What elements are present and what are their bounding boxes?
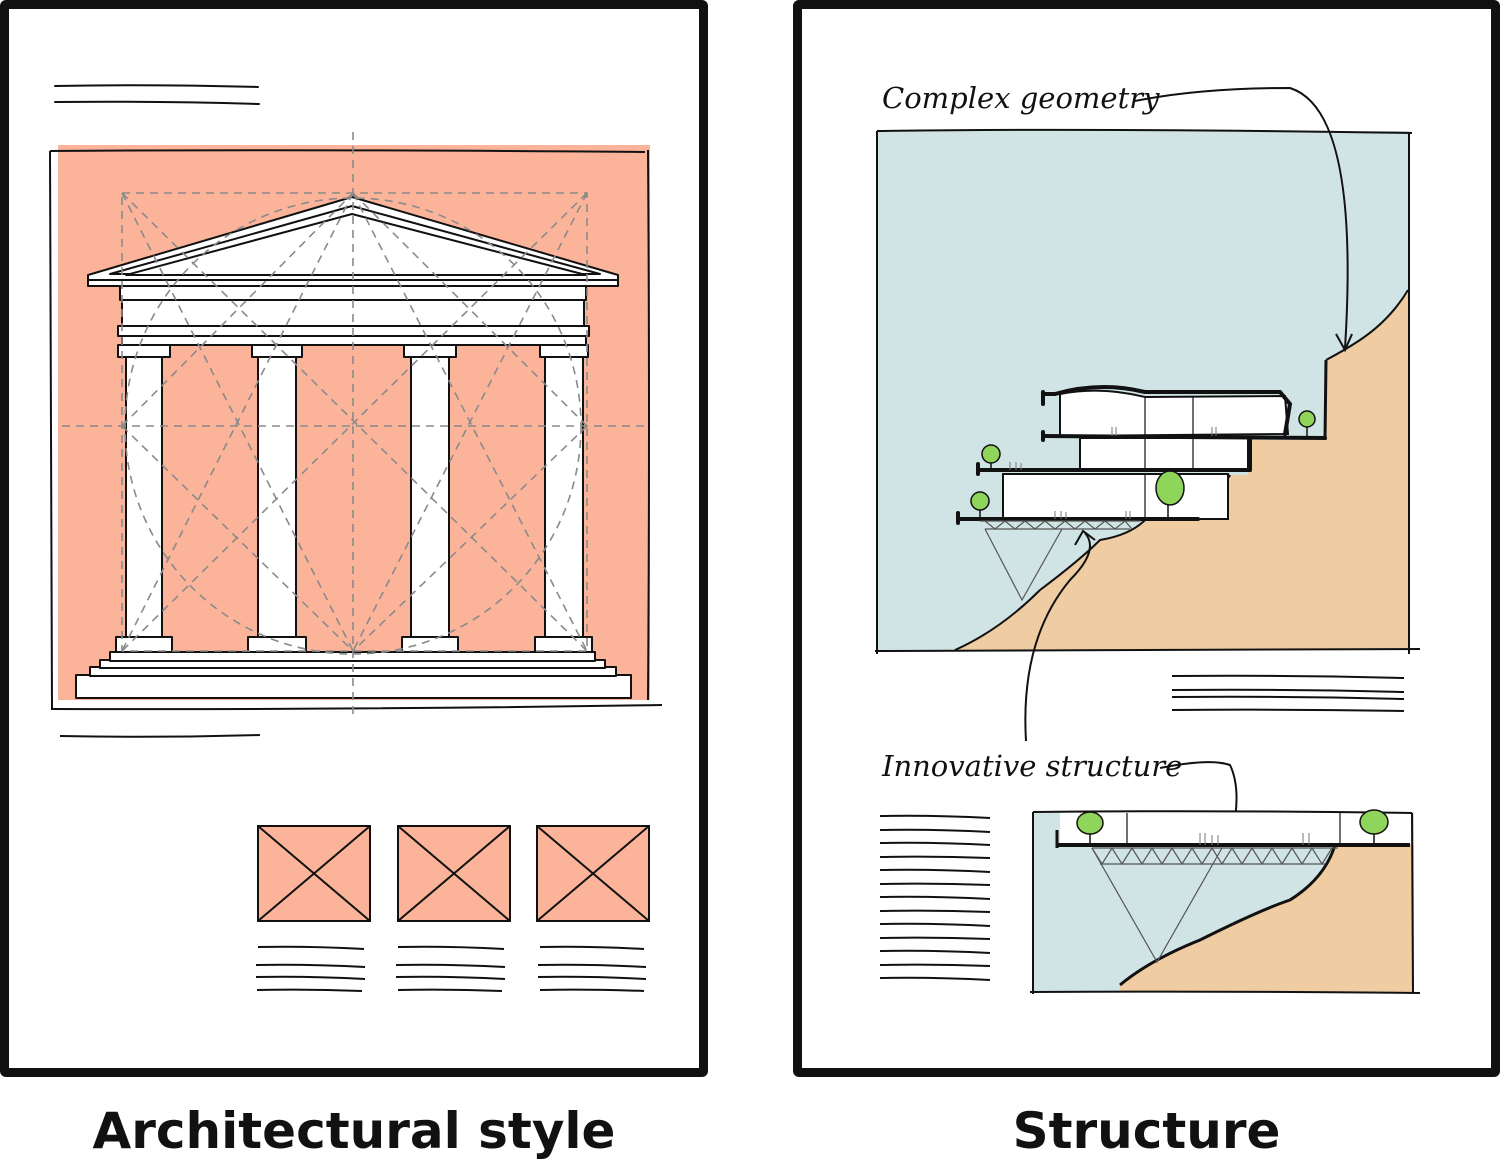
temple-columns <box>115 344 593 653</box>
image-placeholder-icon <box>257 825 371 922</box>
temple-illustration <box>75 196 632 699</box>
cliff-house-section <box>874 128 1421 654</box>
tree-icon <box>1155 470 1185 519</box>
annotation-innovative-structure: Innovative structure <box>881 749 1182 783</box>
arrow-icon <box>1024 529 1096 742</box>
placeholder-text-lines <box>255 945 647 992</box>
tree-icon <box>970 491 990 519</box>
tree-icon <box>981 444 1001 470</box>
proportion-guides <box>62 132 648 715</box>
tree-icon <box>1359 809 1389 845</box>
left-caption-line <box>59 734 261 738</box>
tree-icon <box>1076 811 1104 845</box>
arrow-icon <box>1134 86 1353 353</box>
image-placeholder-icon <box>397 825 511 922</box>
tree-icon <box>1298 410 1316 436</box>
caption-architectural-style: Architectural style <box>92 1102 616 1160</box>
caption-structure: Structure <box>1012 1102 1281 1160</box>
structure-detail-section <box>1029 810 1421 995</box>
image-placeholder-icon <box>536 825 650 922</box>
right-text-lines <box>1171 674 1405 712</box>
bottom-text-lines <box>879 814 991 981</box>
left-title-lines <box>54 84 260 105</box>
annotation-complex-geometry: Complex geometry <box>882 81 1160 115</box>
